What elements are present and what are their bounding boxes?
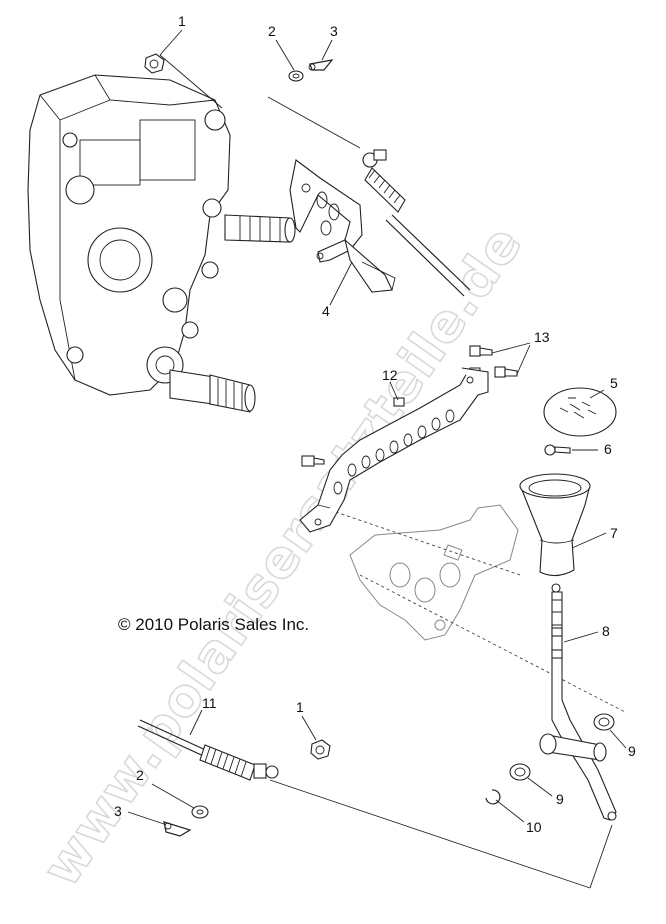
leader-cable-top xyxy=(267,96,361,149)
leader-4 xyxy=(329,261,353,306)
leader-9-lower xyxy=(527,777,553,797)
leader-1-top xyxy=(159,54,223,109)
callout-3-top: 3 xyxy=(330,23,338,39)
nut-part-1-lower xyxy=(310,739,331,760)
leader-1-lower xyxy=(301,715,317,741)
shifter-bracket-part-12 xyxy=(299,367,489,533)
e-clip-part-10 xyxy=(485,789,501,805)
callout-3-lower: 3 xyxy=(114,803,122,819)
callout-9-lower: 9 xyxy=(556,791,564,807)
leader-13a xyxy=(491,342,531,354)
bushing-part-9-upper xyxy=(593,713,615,731)
callout-5: 5 xyxy=(610,375,618,391)
mounting-panel-ghost xyxy=(349,504,519,641)
leader-9-upper xyxy=(609,729,627,749)
callout-12: 12 xyxy=(382,367,398,383)
shift-lever-part-8 xyxy=(539,583,617,821)
callout-13: 13 xyxy=(534,329,550,345)
bushing-part-9-lower xyxy=(509,763,531,781)
clip-part-3-lower xyxy=(163,821,192,837)
copyright-notice: © 2010 Polaris Sales Inc. xyxy=(118,615,309,634)
transmission-assembly xyxy=(27,74,296,413)
callout-2-top: 2 xyxy=(268,23,276,39)
leader-10 xyxy=(495,799,525,823)
leader-1-top-tail xyxy=(159,29,183,56)
bolt-bracket-left xyxy=(301,455,325,467)
guide-line-shaft xyxy=(359,574,626,713)
callout-6: 6 xyxy=(604,441,612,457)
leader-3-top xyxy=(321,39,333,61)
callout-2-lower: 2 xyxy=(136,767,144,783)
leader-7 xyxy=(571,532,607,549)
callout-10: 10 xyxy=(526,819,542,835)
washer-part-2-lower xyxy=(191,805,209,819)
bracket-part-4 xyxy=(289,159,396,293)
clip-part-3-top xyxy=(308,59,334,71)
leader-2-top xyxy=(275,39,295,71)
callout-4: 4 xyxy=(322,303,330,319)
leader-long-bottom xyxy=(269,779,591,889)
nut-part-1-top xyxy=(144,53,165,74)
bolts-part-13 xyxy=(469,345,518,378)
leader-12 xyxy=(389,381,399,401)
leader-5 xyxy=(589,389,605,399)
leader-8 xyxy=(563,631,599,643)
leader-2-lower xyxy=(151,783,195,809)
leader-11 xyxy=(189,709,203,736)
callout-1-top: 1 xyxy=(178,13,186,29)
screw-part-6 xyxy=(544,444,571,456)
leader-13b xyxy=(516,344,531,375)
callout-7: 7 xyxy=(610,525,618,541)
shift-boot-part-7 xyxy=(519,473,591,577)
callout-11: 11 xyxy=(202,695,217,711)
upper-shift-cable xyxy=(362,149,471,297)
leader-long-bottom-up xyxy=(589,824,613,889)
leader-3-lower xyxy=(127,811,165,825)
lower-shift-cable-part-11 xyxy=(137,719,279,781)
shift-pattern-cap-part-5 xyxy=(543,387,617,437)
callout-8: 8 xyxy=(602,623,610,639)
callout-1-lower: 1 xyxy=(296,699,304,715)
callout-9-upper: 9 xyxy=(628,743,636,759)
washer-part-2-top xyxy=(288,70,304,82)
